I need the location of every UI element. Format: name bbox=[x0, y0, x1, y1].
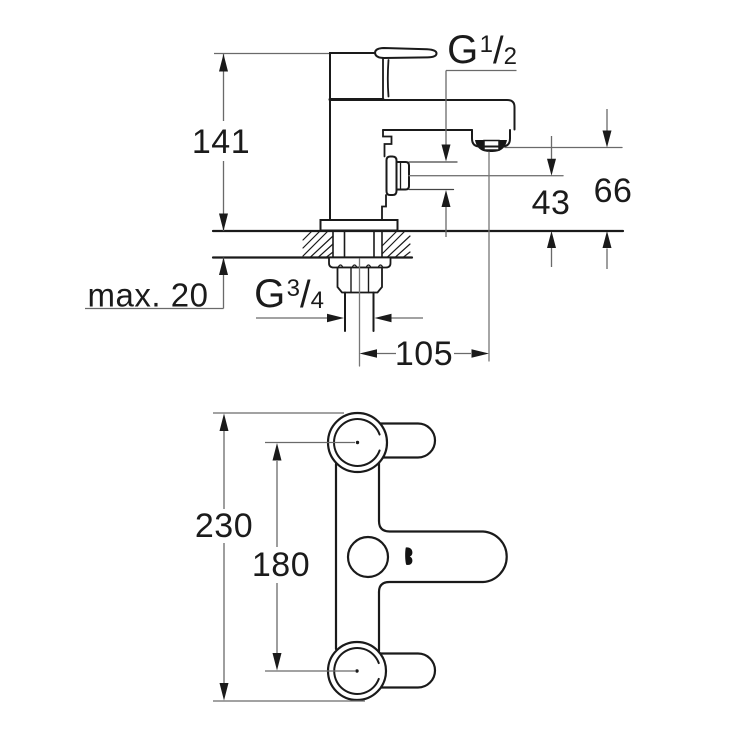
dim-g12-arrows bbox=[441, 144, 451, 207]
spout-arm bbox=[377, 519, 508, 594]
dim-label-max-deck-thickness: max. 20 bbox=[87, 276, 209, 314]
dim-label-overall-height: 230 bbox=[194, 507, 254, 545]
outlet-thread-denominator: 2 bbox=[503, 42, 517, 70]
dim-230-extension-lines bbox=[213, 412, 365, 702]
grohe-logo-mark bbox=[405, 547, 413, 565]
shank-thread-denominator: 4 bbox=[310, 286, 324, 314]
spout-outline bbox=[382, 99, 516, 131]
shank-thread-letter: G bbox=[254, 272, 286, 316]
dim-label-center-distance: 180 bbox=[251, 546, 311, 584]
dim-g34-arrows bbox=[327, 313, 392, 323]
front-view bbox=[326, 411, 508, 702]
dim-max20-arrow bbox=[219, 257, 228, 275]
dim-label-spout-height: 66 bbox=[593, 172, 633, 210]
outlet-thread-letter: G bbox=[447, 28, 479, 72]
shank-through-deck bbox=[343, 230, 375, 259]
dim-label-outlet-thread: G1/2 bbox=[447, 30, 517, 70]
side-outlet-flange bbox=[385, 155, 398, 196]
nut-facets bbox=[350, 266, 370, 294]
handle-lever bbox=[373, 46, 438, 60]
shank-thread-slash: / bbox=[300, 274, 311, 316]
aerator-lip bbox=[483, 139, 500, 151]
top-handle-center-dot bbox=[355, 440, 360, 445]
outlet-thread-slash: / bbox=[493, 30, 504, 72]
dim-label-body-height: 141 bbox=[191, 123, 251, 161]
front-view-dimensions bbox=[213, 412, 365, 702]
dim-label-outlet-height: 43 bbox=[531, 184, 571, 222]
shank-tailpiece bbox=[344, 291, 375, 332]
top-handle-capsule bbox=[379, 422, 437, 459]
side-outlet-cap bbox=[395, 161, 410, 191]
body-lower-edge bbox=[381, 194, 387, 221]
outlet-thread-numerator: 1 bbox=[479, 30, 493, 58]
deck-hatch-right bbox=[381, 230, 411, 259]
faucet-body-outline bbox=[329, 52, 378, 221]
shank-thread-numerator: 3 bbox=[286, 274, 300, 302]
base-flange bbox=[319, 219, 399, 232]
side-view-dimensions bbox=[85, 52, 612, 358]
body-side-lines bbox=[334, 461, 381, 653]
dim-label-shank-thread: G3/4 bbox=[254, 274, 324, 314]
cartridge-circle bbox=[346, 535, 390, 579]
bottom-handle-center-dot bbox=[355, 669, 359, 673]
washer-scallops bbox=[337, 264, 384, 269]
deck-hatch-left bbox=[302, 230, 334, 259]
outlet-extension-lines bbox=[408, 161, 458, 191]
side-view bbox=[211, 46, 625, 367]
dim-label-spout-reach: 105 bbox=[394, 335, 454, 373]
bottom-handle-capsule bbox=[379, 652, 437, 689]
handle-neck bbox=[382, 57, 390, 100]
dim-180-extension-lines bbox=[265, 441, 355, 672]
body-step bbox=[382, 129, 393, 158]
aerator-outline bbox=[471, 129, 511, 148]
